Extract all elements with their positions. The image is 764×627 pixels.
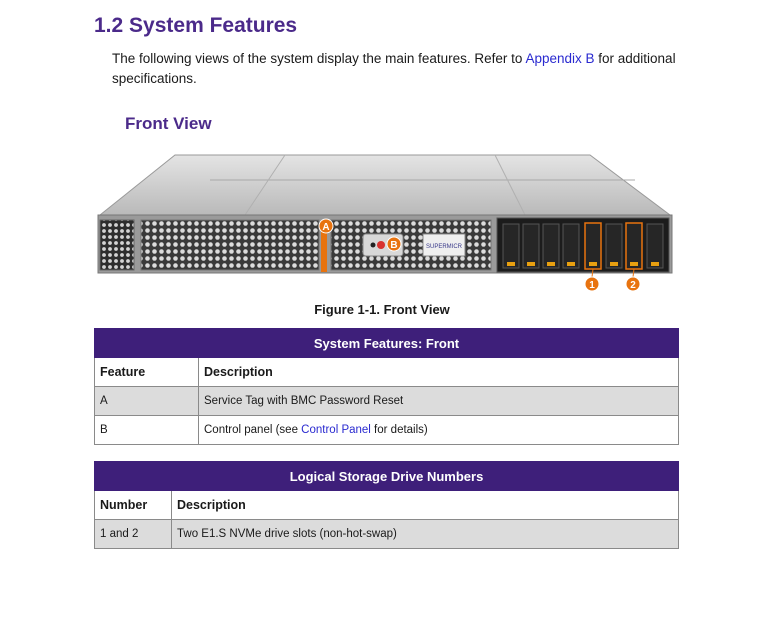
table-row: 1 and 2 Two E1.S NVMe drive slots (non-h… <box>94 519 679 549</box>
description-text: Control panel (see <box>204 424 302 436</box>
column-header-feature: Feature <box>94 357 199 387</box>
appendix-b-link[interactable]: Appendix B <box>525 51 595 66</box>
callout-2: 2 <box>625 276 641 292</box>
number-cell: 1 and 2 <box>94 519 172 549</box>
svg-text:A: A <box>322 222 329 233</box>
table-row: B Control panel (see Control Panel for d… <box>94 415 679 445</box>
figure-caption: Figure 1-1. Front View <box>314 302 450 317</box>
front-features-table: System Features: Front Feature Descripti… <box>94 328 679 445</box>
intro-text-end: for additional specifications. <box>112 51 676 86</box>
intro-paragraph: The following views of the system displa… <box>112 49 692 89</box>
column-header-description: Description <box>171 490 679 520</box>
description-cell: Control panel (see Control Panel for det… <box>198 415 679 445</box>
front-view-figure: SUPERMICR A B <box>95 150 675 295</box>
front-table-title: System Features: Front <box>94 328 679 358</box>
storage-table-title: Logical Storage Drive Numbers <box>94 461 679 491</box>
column-header-description: Description <box>198 357 679 387</box>
feature-cell: A <box>94 386 199 416</box>
front-view-heading: Front View <box>125 114 212 133</box>
storage-drive-numbers-table: Logical Storage Drive Numbers Number Des… <box>94 461 679 549</box>
callout-a: A <box>318 218 334 234</box>
server-front-illustration: SUPERMICR A B <box>97 154 673 292</box>
brand-label: SUPERMICR <box>426 244 463 250</box>
table-row: A Service Tag with BMC Password Reset <box>94 386 679 416</box>
callout-b: B <box>386 236 402 252</box>
description-cell: Two E1.S NVMe drive slots (non-hot-swap) <box>171 519 679 549</box>
description-cell: Service Tag with BMC Password Reset <box>198 386 679 416</box>
control-panel-link[interactable]: Control Panel <box>301 424 371 436</box>
drive-bays <box>502 222 664 270</box>
callout-1: 1 <box>584 276 600 292</box>
column-header-number: Number <box>94 490 172 520</box>
description-text-end: for details) <box>370 424 428 436</box>
svg-text:B: B <box>390 240 397 251</box>
feature-cell: B <box>94 415 199 445</box>
section-title: 1.2 System Features <box>94 14 298 37</box>
intro-text: The following views of the system displa… <box>112 51 526 66</box>
svg-text:2: 2 <box>630 280 636 291</box>
svg-text:1: 1 <box>589 280 595 291</box>
